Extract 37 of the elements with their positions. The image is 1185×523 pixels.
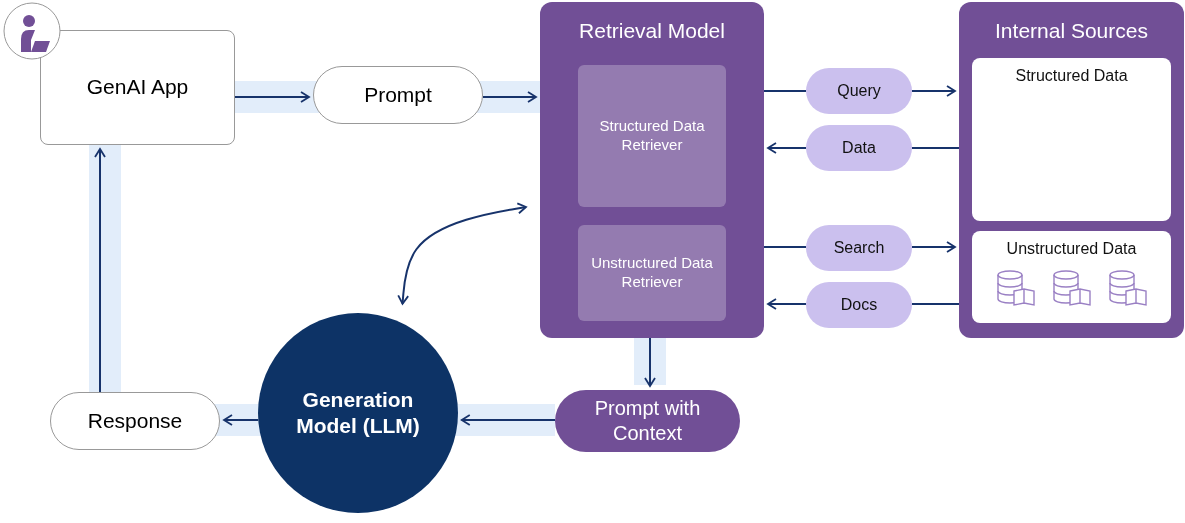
data-card bbox=[972, 58, 1171, 221]
group-panel bbox=[540, 2, 764, 338]
node-label: Structured Data Retriever bbox=[598, 117, 706, 155]
panel-heading: Internal Sources bbox=[995, 18, 1148, 44]
node-label: Data bbox=[842, 138, 876, 158]
operation-pill bbox=[806, 225, 912, 271]
group-panel bbox=[959, 2, 1184, 338]
arrow bbox=[397, 202, 527, 305]
node-label: Search bbox=[833, 238, 885, 258]
node-label: Generation Model (LLM) bbox=[295, 386, 421, 439]
arrow bbox=[911, 85, 956, 97]
arrow bbox=[482, 91, 537, 103]
node-label: Unstructured Data Retriever bbox=[590, 254, 714, 292]
node-label: Prompt with Context bbox=[593, 396, 702, 446]
arrow bbox=[644, 337, 656, 387]
operation-pill bbox=[806, 68, 912, 114]
node-label: Docs bbox=[840, 295, 878, 315]
arrow bbox=[767, 142, 807, 154]
panel-heading: Retrieval Model bbox=[579, 18, 725, 44]
operation-pill bbox=[806, 282, 912, 328]
node-label: GenAI App bbox=[86, 74, 189, 101]
panel-heading: Structured Data bbox=[1015, 66, 1128, 86]
arrow bbox=[223, 414, 260, 426]
node-label: Prompt bbox=[364, 81, 432, 108]
retriever-box bbox=[578, 225, 726, 321]
arrow bbox=[234, 91, 310, 103]
arrow bbox=[911, 241, 956, 253]
arrow bbox=[767, 298, 807, 310]
node-label: Query bbox=[837, 81, 881, 101]
retriever-box bbox=[578, 65, 726, 207]
panel-heading: Unstructured Data bbox=[1006, 239, 1137, 259]
node-label: Response bbox=[87, 407, 183, 434]
step-pill bbox=[555, 390, 740, 452]
arrow bbox=[94, 148, 106, 393]
operation-pill bbox=[806, 125, 912, 171]
arrow bbox=[460, 414, 556, 426]
data-card bbox=[972, 231, 1171, 323]
